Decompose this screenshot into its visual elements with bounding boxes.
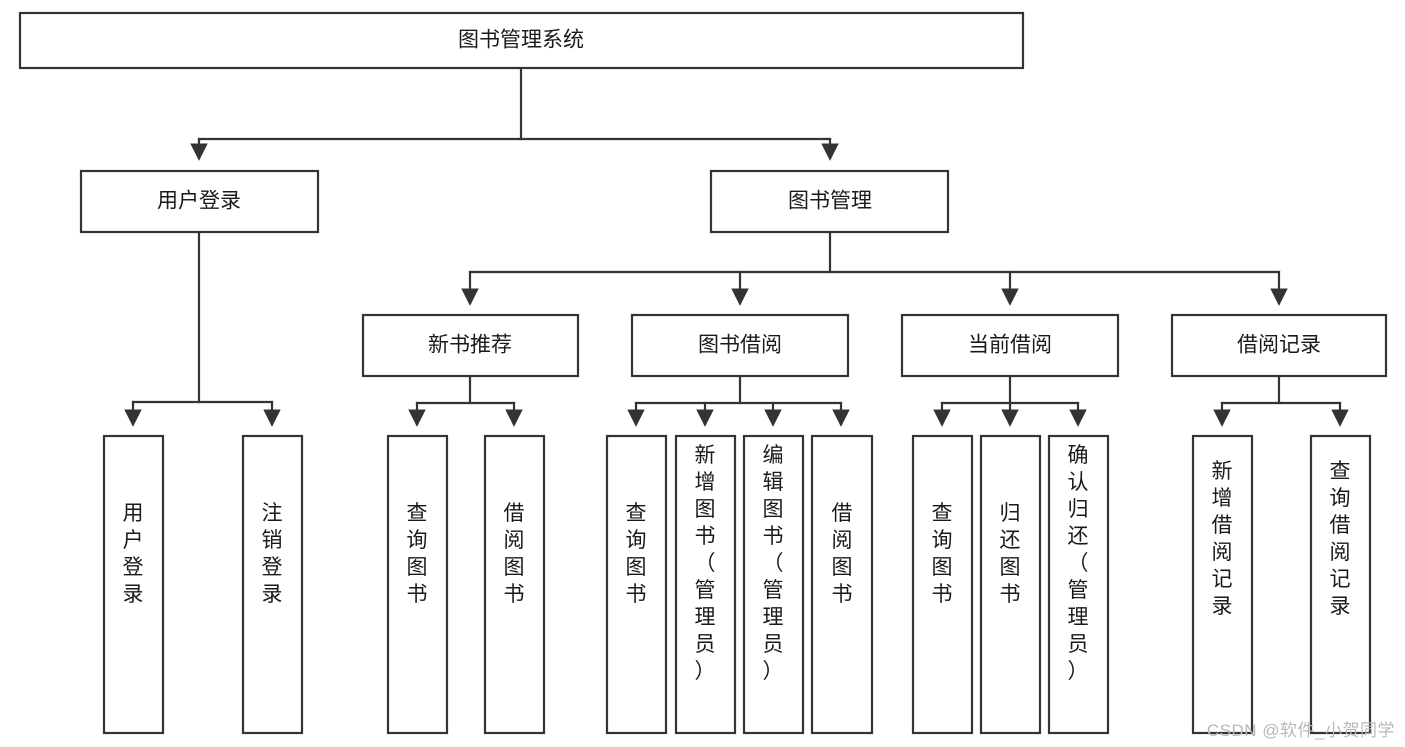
leaf-node[interactable]: 编辑图书（管理员） [742, 434, 805, 735]
node-current-label: 当前借阅 [968, 334, 1052, 357]
leaf-label: 查询图书 [407, 502, 428, 606]
node-record-box[interactable] [1170, 313, 1388, 378]
node-bookmgr-box[interactable] [709, 169, 950, 234]
node-current-box[interactable] [900, 313, 1120, 378]
node-record-label: 借阅记录 [1237, 334, 1321, 357]
leaf-label: 注销登录 [262, 502, 283, 606]
leaf-box[interactable] [742, 434, 805, 735]
leaf-node[interactable]: 注销登录 [241, 434, 304, 735]
leaf-group-current: 查询图书 归还图书 确认归还（管理员） [911, 434, 1110, 735]
leaf-box[interactable] [1047, 434, 1110, 735]
node-login-box[interactable] [79, 169, 320, 234]
node-record[interactable]: 借阅记录 [1170, 313, 1388, 378]
leaf-box[interactable] [810, 434, 874, 735]
leaf-label: 借阅图书 [832, 502, 853, 606]
leaf-label: 新增图书（管理员） [695, 444, 716, 683]
leaf-node[interactable]: 借阅图书 [810, 434, 874, 735]
connector-group-root [190, 66, 839, 161]
leaf-label: 用户登录 [123, 502, 144, 606]
connector-group-current [933, 374, 1087, 427]
connector-group-login [124, 230, 281, 427]
node-newbook[interactable]: 新书推荐 [361, 313, 580, 378]
node-root-box[interactable] [18, 11, 1025, 70]
leaf-box[interactable] [911, 434, 974, 735]
leaf-group-newbook: 查询图书 借阅图书 [386, 434, 546, 735]
node-borrow[interactable]: 图书借阅 [630, 313, 850, 378]
leaf-group-record: 新增借阅记录 查询借阅记录 [1191, 434, 1372, 735]
leaf-node[interactable]: 用户登录 [102, 434, 165, 735]
leaf-node[interactable]: 新增借阅记录 [1191, 434, 1254, 735]
leaf-box[interactable] [979, 434, 1042, 735]
node-root-label: 图书管理系统 [458, 29, 584, 52]
leaf-group-login: 用户登录 注销登录 [102, 434, 304, 735]
leaf-node[interactable]: 查询借阅记录 [1309, 434, 1372, 735]
connector-group-record [1213, 374, 1349, 427]
leaf-node[interactable]: 查询图书 [911, 434, 974, 735]
node-borrow-label: 图书借阅 [698, 334, 782, 357]
leaf-node[interactable]: 查询图书 [386, 434, 449, 735]
leaf-node[interactable]: 查询图书 [605, 434, 668, 735]
leaf-node[interactable]: 确认归还（管理员） [1047, 434, 1110, 735]
node-bookmgr[interactable]: 图书管理 [709, 169, 950, 234]
leaf-group-borrow: 查询图书 新增图书（管理员） 编辑图书（管理员） 借阅图书 [605, 434, 874, 735]
leaf-label: 编辑图书（管理员） [763, 444, 784, 683]
leaf-box[interactable] [674, 434, 737, 735]
leaf-label: 确认归还（管理员） [1068, 444, 1089, 683]
leaf-label: 新增借阅记录 [1212, 460, 1233, 618]
leaf-label: 查询图书 [932, 502, 953, 606]
leaf-box[interactable] [483, 434, 546, 735]
node-current[interactable]: 当前借阅 [900, 313, 1120, 378]
leaf-node[interactable]: 借阅图书 [483, 434, 546, 735]
csdn-watermark: CSDN @软件_小贺同学 [1206, 721, 1395, 740]
leaf-label: 查询图书 [626, 502, 647, 606]
leaf-box[interactable] [1191, 434, 1254, 735]
leaf-box[interactable] [386, 434, 449, 735]
connector-group-newbook [408, 374, 523, 427]
node-newbook-box[interactable] [361, 313, 580, 378]
node-root[interactable]: 图书管理系统 [18, 11, 1025, 70]
leaf-label: 查询借阅记录 [1330, 460, 1351, 618]
leaf-box[interactable] [102, 434, 165, 735]
node-login-label: 用户登录 [157, 190, 241, 213]
node-bookmgr-label: 图书管理 [788, 190, 872, 213]
leaf-label: 借阅图书 [504, 502, 525, 606]
leaf-label: 归还图书 [1000, 502, 1021, 606]
leaf-node[interactable]: 归还图书 [979, 434, 1042, 735]
node-newbook-label: 新书推荐 [428, 334, 512, 357]
leaf-box[interactable] [605, 434, 668, 735]
connector-group-borrow [627, 374, 850, 427]
connector-group-bookmgr [461, 230, 1288, 306]
leaf-box[interactable] [1309, 434, 1372, 735]
leaf-node[interactable]: 新增图书（管理员） [674, 434, 737, 735]
node-login[interactable]: 用户登录 [79, 169, 320, 234]
leaf-box[interactable] [241, 434, 304, 735]
node-borrow-box[interactable] [630, 313, 850, 378]
